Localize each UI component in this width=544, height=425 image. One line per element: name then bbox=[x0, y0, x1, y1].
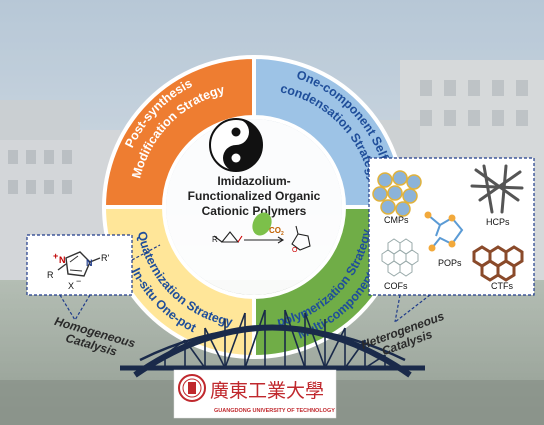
homogeneous-callout bbox=[26, 234, 161, 321]
imidazolium-plus: + bbox=[53, 251, 58, 261]
carbonate-o-label: O bbox=[292, 247, 298, 254]
co2-leaf-icon: CO 2 bbox=[252, 212, 284, 237]
material-label-cofs: COFs bbox=[384, 281, 408, 291]
reaction-r-label: R bbox=[212, 235, 218, 244]
hcps-structure-icon bbox=[470, 164, 524, 214]
material-label-ctfs: CTFs bbox=[491, 281, 513, 291]
imidazolium-r: R bbox=[47, 270, 54, 280]
university-name-chinese: 廣東工業大學 bbox=[210, 380, 324, 402]
university-seal-icon bbox=[178, 374, 206, 402]
yin-yang-icon bbox=[209, 118, 263, 172]
ctfs-structure-icon bbox=[472, 245, 524, 282]
center-title-line-1: Imidazolium- bbox=[217, 174, 290, 188]
bridge-illustration bbox=[120, 309, 425, 378]
co2-subscript: 2 bbox=[281, 231, 284, 237]
material-label-hcps: HCPs bbox=[486, 217, 510, 227]
imidazolium-x: X bbox=[68, 281, 74, 291]
center-title-line-3: Cationic Polymers bbox=[202, 204, 307, 218]
imidazolium-n-left: N bbox=[59, 255, 66, 265]
quadrant-top-left bbox=[101, 54, 256, 209]
material-label-cmps: CMPs bbox=[384, 215, 409, 225]
co2-label: CO bbox=[269, 226, 281, 235]
heterogeneous-callout bbox=[368, 157, 535, 323]
center-title-line-2: Functionalized Organic bbox=[188, 189, 321, 203]
university-name-english: GUANGDONG UNIVERSITY OF TECHNOLOGY bbox=[214, 408, 335, 414]
pops-structure-icon bbox=[424, 211, 464, 252]
imidazolium-structure bbox=[57, 251, 101, 277]
cofs-structure-icon bbox=[381, 238, 419, 277]
imidazolium-minus: − bbox=[76, 276, 81, 286]
imidazolium-r-prime: R' bbox=[101, 253, 109, 263]
cmps-structure-icon bbox=[372, 170, 422, 217]
center-disc bbox=[166, 119, 342, 295]
reaction-scheme bbox=[213, 225, 311, 251]
material-label-pops: POPs bbox=[438, 258, 462, 268]
imidazolium-n-right: N bbox=[86, 258, 93, 268]
